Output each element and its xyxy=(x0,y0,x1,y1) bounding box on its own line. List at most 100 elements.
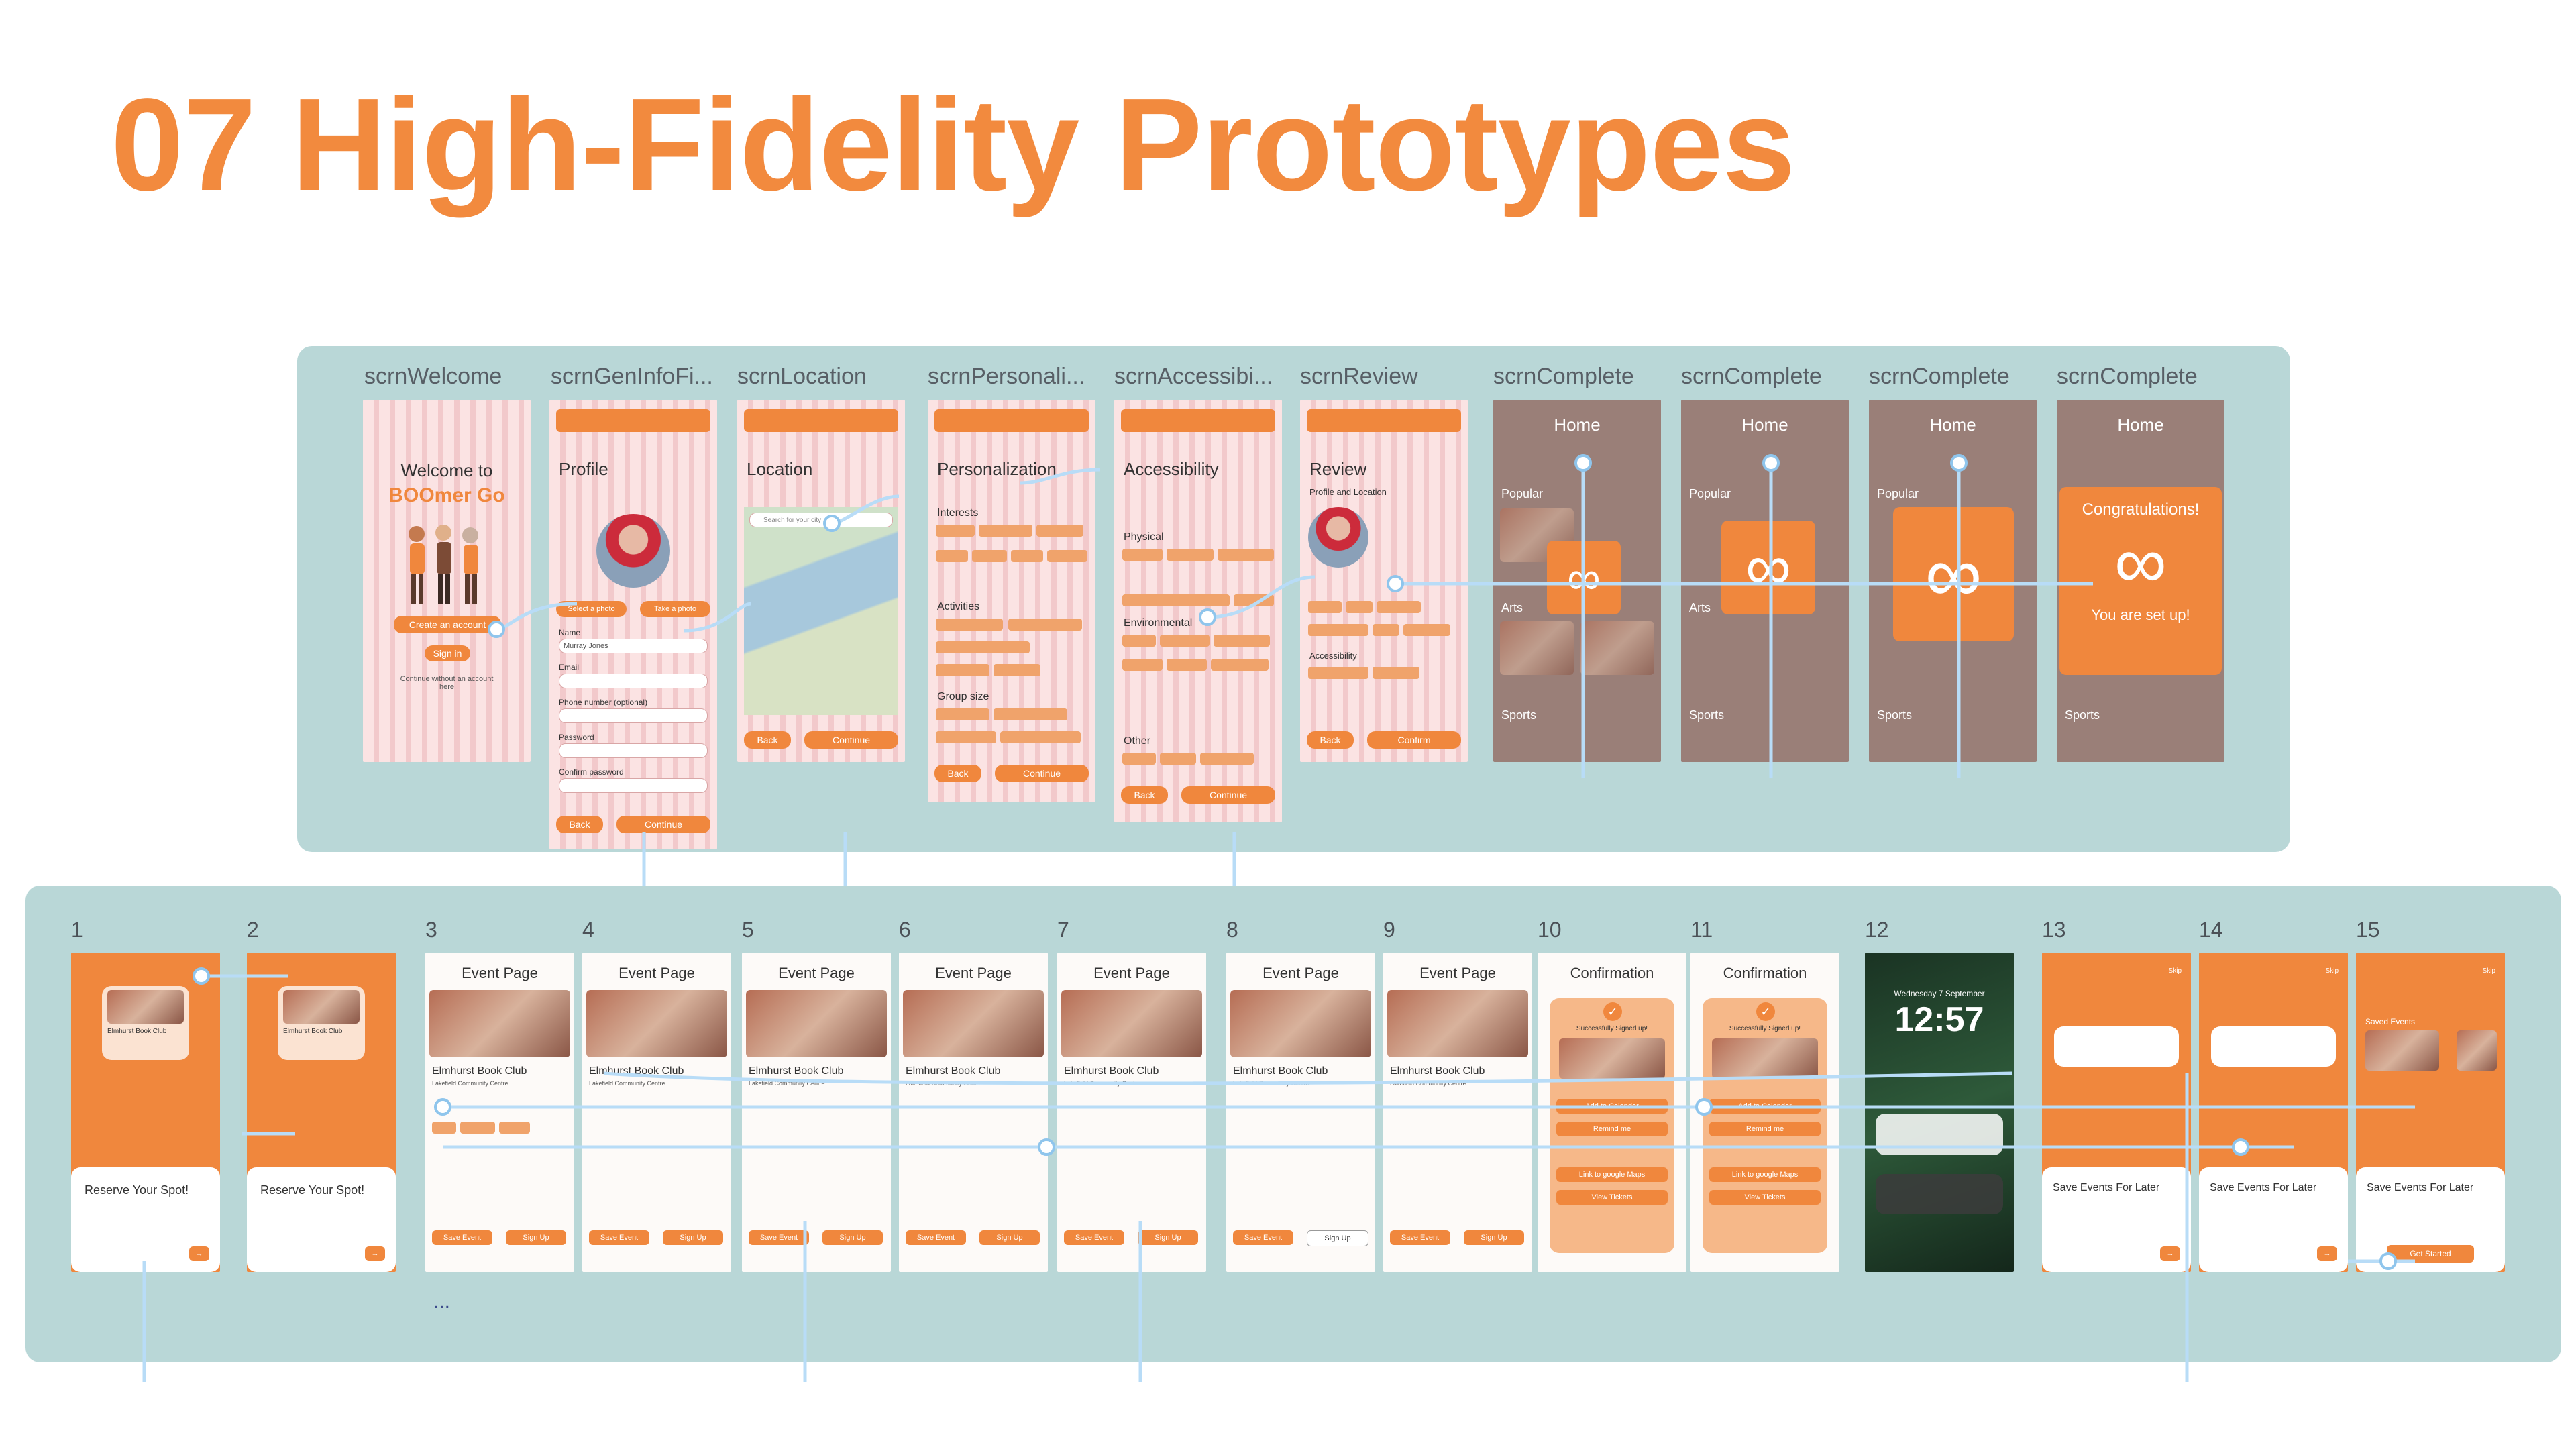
continue-button[interactable]: Continue xyxy=(804,731,898,749)
access-chip[interactable] xyxy=(1122,594,1230,606)
env-chip[interactable] xyxy=(1122,635,1156,647)
reminder-notification[interactable] xyxy=(1876,1114,2003,1155)
name-field[interactable]: Murray Jones xyxy=(559,639,708,653)
interest-chip[interactable] xyxy=(936,550,968,562)
save-event-button[interactable]: Save Event xyxy=(589,1230,649,1245)
event-photo xyxy=(1559,1038,1665,1079)
email-field[interactable] xyxy=(559,674,708,688)
back-button[interactable]: Back xyxy=(934,765,981,782)
activity-chip[interactable] xyxy=(936,641,1030,653)
other-chip[interactable] xyxy=(1122,753,1156,765)
sign-up-button[interactable]: Sign Up xyxy=(822,1230,883,1245)
sign-up-button[interactable]: Sign Up xyxy=(1138,1230,1198,1245)
continue-without-account[interactable]: Continue without an account here xyxy=(400,675,494,691)
maps-button[interactable]: Link to google Maps xyxy=(1556,1167,1668,1182)
next-arrow-button[interactable]: → xyxy=(189,1246,209,1261)
save-later-heading: Save Events For Later xyxy=(2367,1182,2474,1193)
next-arrow-button[interactable]: → xyxy=(2317,1246,2337,1261)
back-button[interactable]: Back xyxy=(1307,731,1354,749)
interest-chip[interactable] xyxy=(972,550,1007,562)
interest-chip[interactable] xyxy=(1011,550,1043,562)
other-chip[interactable] xyxy=(1160,753,1196,765)
interest-chip[interactable] xyxy=(979,525,1032,537)
maps-button[interactable]: Link to google Maps xyxy=(1709,1167,1821,1182)
location-map[interactable] xyxy=(744,507,898,715)
save-event-button[interactable]: Save Event xyxy=(432,1230,492,1245)
back-button[interactable]: Back xyxy=(1121,786,1168,804)
skip-link[interactable]: Skip xyxy=(2482,967,2496,975)
sign-up-button[interactable]: Sign Up xyxy=(1464,1230,1524,1245)
continue-button[interactable]: Continue xyxy=(995,765,1089,782)
env-chip[interactable] xyxy=(1211,659,1269,671)
popular-label: Popular xyxy=(1877,487,1919,500)
interest-chip[interactable] xyxy=(936,525,975,537)
check-icon: ✓ xyxy=(1756,1002,1775,1021)
password-field[interactable] xyxy=(559,743,708,758)
skip-link[interactable]: Skip xyxy=(2325,967,2339,975)
home-title: Home xyxy=(1741,415,1788,435)
group-chip[interactable] xyxy=(936,708,989,720)
save-event-button[interactable]: Save Event xyxy=(1233,1230,1293,1245)
save-event-button[interactable]: Save Event xyxy=(906,1230,966,1245)
event-notification[interactable] xyxy=(1876,1174,2003,1214)
select-photo-button[interactable]: Select a photo xyxy=(556,601,627,617)
welcome-heading: Welcome to xyxy=(400,460,493,480)
event-page-4: Event Page Elmhurst Book Club Lakefield … xyxy=(582,953,731,1272)
continue-button[interactable]: Continue xyxy=(616,816,710,833)
page-title: 07 High-Fidelity Prototypes xyxy=(111,71,1795,218)
preview-card xyxy=(2054,1026,2179,1067)
group-chip[interactable] xyxy=(994,708,1067,720)
activity-chip[interactable] xyxy=(936,619,1003,631)
env-chip[interactable] xyxy=(1160,635,1210,647)
sign-in-button[interactable]: Sign in xyxy=(425,645,470,661)
sign-up-button[interactable]: Sign Up xyxy=(1307,1230,1368,1246)
interest-chip[interactable] xyxy=(1036,525,1083,537)
group-chip[interactable] xyxy=(936,731,996,743)
view-tickets-button[interactable]: View Tickets xyxy=(1556,1190,1668,1205)
screen-number: 3 xyxy=(425,918,437,942)
skip-link[interactable]: Skip xyxy=(2168,967,2182,975)
screen-number: 13 xyxy=(2042,918,2066,942)
save-event-button[interactable]: Save Event xyxy=(1064,1230,1124,1245)
confirm-button[interactable]: Confirm xyxy=(1367,731,1461,749)
add-calendar-button[interactable]: Add to Calendar xyxy=(1709,1099,1821,1114)
back-button[interactable]: Back xyxy=(556,816,603,833)
club-name: Elmhurst Book Club xyxy=(1233,1065,1328,1077)
env-chip[interactable] xyxy=(1122,659,1163,671)
city-search-input[interactable]: Search for your city xyxy=(749,513,893,527)
remind-me-button[interactable]: Remind me xyxy=(1556,1122,1668,1136)
save-event-button[interactable]: Save Event xyxy=(749,1230,809,1245)
env-chip[interactable] xyxy=(1214,635,1270,647)
activity-chip[interactable] xyxy=(1008,619,1082,631)
activity-chip[interactable] xyxy=(936,664,989,676)
interest-chip[interactable] xyxy=(1047,550,1087,562)
continue-button[interactable]: Continue xyxy=(1181,786,1275,804)
add-calendar-button[interactable]: Add to Calendar xyxy=(1556,1099,1668,1114)
group-chip[interactable] xyxy=(1000,731,1081,743)
sign-up-button[interactable]: Sign Up xyxy=(663,1230,723,1245)
take-photo-button[interactable]: Take a photo xyxy=(640,601,710,617)
remind-me-button[interactable]: Remind me xyxy=(1709,1122,1821,1136)
access-chip[interactable] xyxy=(1167,549,1214,561)
event-page-5: Event Page Elmhurst Book Club Lakefield … xyxy=(742,953,891,1272)
activity-chip[interactable] xyxy=(994,664,1040,676)
confirm-password-field[interactable] xyxy=(559,778,708,793)
screen-number: 2 xyxy=(247,918,259,942)
access-chip[interactable] xyxy=(1234,594,1274,606)
profile-photo xyxy=(596,514,670,588)
access-chip[interactable] xyxy=(1218,549,1274,561)
phone-field[interactable] xyxy=(559,708,708,723)
get-started-button[interactable]: Get Started xyxy=(2387,1245,2474,1263)
next-arrow-button[interactable]: → xyxy=(365,1246,385,1261)
sign-up-button[interactable]: Sign Up xyxy=(506,1230,566,1245)
create-account-button[interactable]: Create an account xyxy=(394,616,501,633)
other-chip[interactable] xyxy=(1200,753,1254,765)
sign-up-button[interactable]: Sign Up xyxy=(979,1230,1040,1245)
access-chip[interactable] xyxy=(1122,549,1163,561)
back-button[interactable]: Back xyxy=(744,731,791,749)
next-arrow-button[interactable]: → xyxy=(2160,1246,2180,1261)
save-event-button[interactable]: Save Event xyxy=(1390,1230,1450,1245)
env-chip[interactable] xyxy=(1167,659,1207,671)
view-tickets-button[interactable]: View Tickets xyxy=(1709,1190,1821,1205)
name-value: Murray Jones xyxy=(564,642,608,650)
